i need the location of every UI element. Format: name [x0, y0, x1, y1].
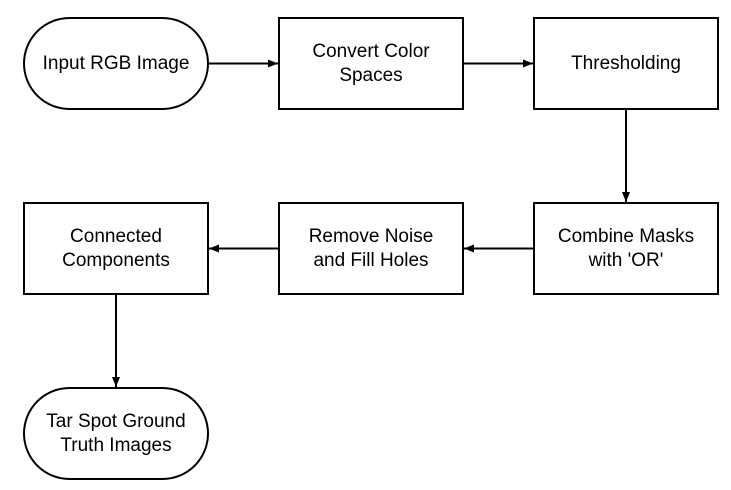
node-label-convert: Convert Color Spaces	[312, 40, 430, 86]
node-connected-components: Connected Components	[23, 202, 209, 295]
node-label-output: Tar Spot Ground Truth Images	[46, 410, 186, 456]
node-label-connected: Connected Components	[62, 225, 170, 271]
node-label-threshold: Thresholding	[571, 52, 681, 74]
node-label-combine: Combine Masks with 'OR'	[557, 225, 695, 271]
node-remove-noise: Remove Noise and Fill Holes	[278, 202, 464, 295]
node-input-rgb-image: Input RGB Image	[23, 17, 209, 110]
node-convert-color-spaces: Convert Color Spaces	[278, 17, 464, 110]
node-tar-spot-output: Tar Spot Ground Truth Images	[23, 387, 209, 480]
node-thresholding: Thresholding	[533, 17, 719, 110]
node-combine-masks: Combine Masks with 'OR'	[533, 202, 719, 295]
node-label-denoise: Remove Noise and Fill Holes	[308, 225, 434, 271]
node-label-input: Input RGB Image	[42, 52, 190, 74]
